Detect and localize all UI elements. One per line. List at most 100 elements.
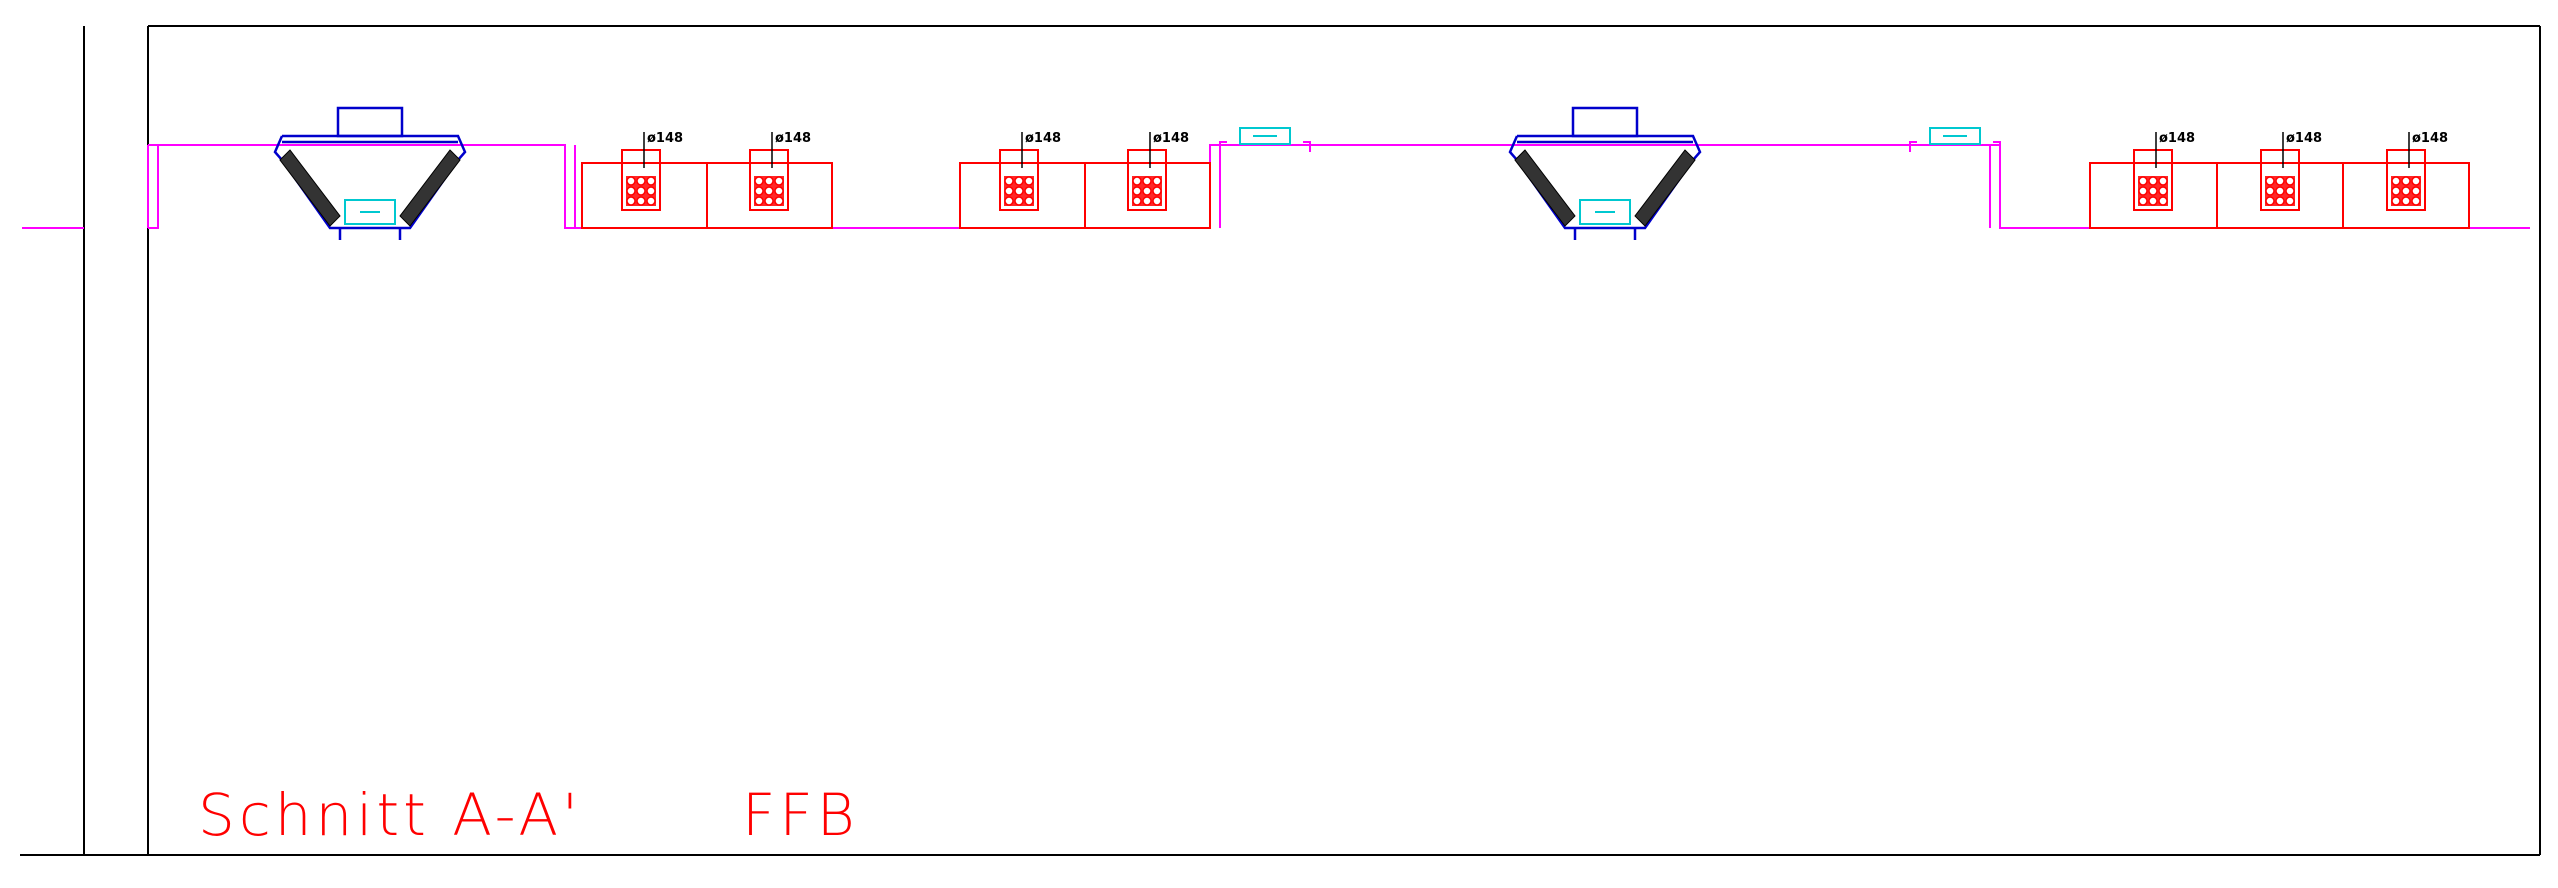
dimension-label: ø148 [647,131,683,146]
pipe-circle [2148,176,2158,186]
grille-body [1929,127,1981,145]
grille-bracket [1303,141,1311,152]
pipe-circle [1142,176,1152,186]
pipe-circle [2391,186,2401,196]
dimension-label: ø148 [1025,131,1061,146]
floor-profile [22,144,2530,229]
duct-riser [1127,149,1167,211]
coil-left [279,149,341,227]
level-title: FFB [742,781,859,849]
pipe-circle [2148,196,2158,206]
pipe-circle [646,186,656,196]
pipe-circle [754,176,764,186]
duct-group-1: ø148 ø148 [581,131,833,229]
pipe-circle [2401,196,2411,206]
pipe-circle [2138,186,2148,196]
floor-profile-line [148,144,2530,229]
dimension-label: ø148 [2286,131,2322,146]
pipe-circle [1152,196,1162,206]
pipe-circle [626,176,636,186]
pipe-circle [1024,196,1034,206]
pipe-circle [636,176,646,186]
pipe-circle [2158,186,2168,196]
pipe-circle [1014,176,1024,186]
pipe-circle [754,186,764,196]
duct-riser [2260,149,2300,211]
duct-box-body [1084,162,1211,229]
duct-box: ø148 [2216,131,2344,229]
pipe-circle [754,196,764,206]
pipe-circle [2148,186,2158,196]
pipe-circle [1014,186,1024,196]
pipe-circle [2138,176,2148,186]
pipe-circle [626,196,636,206]
duct-group-2: ø148 ø148 [959,131,1211,229]
pipe-circle [1004,196,1014,206]
dimension-label: ø148 [775,131,811,146]
duct-box: ø148 [581,131,708,229]
pipe-circle [2391,176,2401,186]
pipe-circle [764,186,774,196]
section-title: Schnitt A-A' [198,781,582,849]
dimension-label: ø148 [2159,131,2195,146]
pipe-circle [1004,176,1014,186]
pipe-circle [2401,176,2411,186]
cassette-unit-middle [1508,106,1702,240]
pipe-circle [764,196,774,206]
pipe-circle [1014,196,1024,206]
pipe-circle [2391,196,2401,206]
pipe-circle [1024,176,1034,186]
unit-grille [344,199,396,225]
duct-riser [621,149,661,211]
pipe-circle [636,186,646,196]
unit-housing [1508,134,1702,230]
dimension-label: ø148 [1153,131,1189,146]
pipe-circle [2285,196,2295,206]
floor-grille-right [1909,127,2001,152]
pipe-circle [1152,176,1162,186]
pipe-circle [626,186,636,196]
grille-bracket [1993,141,2001,152]
duct-riser [2133,149,2173,211]
floor-grille-left [1219,127,1311,152]
pipe-circle [1132,186,1142,196]
duct-box: ø148 [1084,131,1211,229]
coil-right [399,149,461,227]
duct-box: ø148 [2342,131,2470,229]
pipe-circle [646,196,656,206]
pipe-circle [1132,176,1142,186]
pipe-circle [2275,176,2285,186]
grille-body [1239,127,1291,145]
duct-box: ø148 [2089,131,2218,229]
pipe-circle [764,176,774,186]
pipe-circle [2138,196,2148,206]
pipe-circle [2411,186,2421,196]
pipe-circle [2158,196,2168,206]
unit-top-box [1571,106,1639,138]
pipe-circle [2158,176,2168,186]
duct-group-3: ø148 ø148 ø148 [2089,131,2470,229]
pipe-circle [2275,196,2285,206]
pipe-circle [2265,176,2275,186]
pipe-circle [2265,196,2275,206]
duct-box-body [706,162,833,229]
pipe-circle [774,196,784,206]
pipe-circle [774,186,784,196]
pipe-circle [2411,196,2421,206]
coil-left [1514,149,1576,227]
pipe-circle [2285,186,2295,196]
unit-top-box [336,106,404,138]
duct-riser [749,149,789,211]
pipe-circle [1142,196,1152,206]
pipe-circle [2285,176,2295,186]
duct-box-body [2342,162,2470,229]
unit-grille [1579,199,1631,225]
pipe-circle [646,176,656,186]
duct-riser [2386,149,2426,211]
pipe-circle [2275,186,2285,196]
coil-right [1634,149,1696,227]
pipe-circle [774,176,784,186]
unit-housing [273,134,467,230]
duct-box: ø148 [706,131,833,229]
